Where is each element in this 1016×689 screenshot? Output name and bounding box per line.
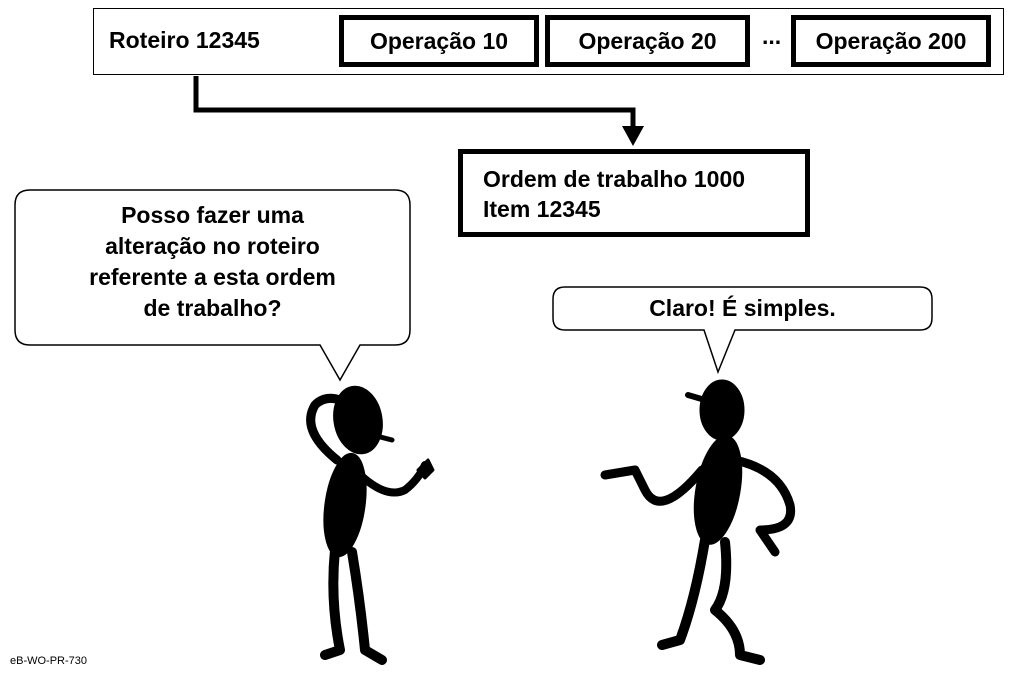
slide-code: eB-WO-PR-730 [10,655,88,667]
work-order-box: Ordem de trabalho 1000 Item 12345 [458,149,810,237]
left-speech-line: alteração no roteiro [105,233,320,259]
left-stick-figure [306,385,435,665]
left-speech-bubble [14,189,411,382]
connector-arrowhead [622,126,644,146]
work-order-number: Ordem de trabalho 1000 [483,166,746,192]
right-speech-bubble [552,286,933,375]
left-speech-line: de trabalho? [143,295,282,321]
right-stick-figure [600,379,796,665]
operations-ellipsis: ... [762,23,782,49]
routing-label: Roteiro 12345 [109,27,260,53]
left-speech-line: Posso fazer uma [121,202,304,228]
operation-200-box: Operação 200 [791,15,991,67]
operation-10-box: Operação 10 [339,15,539,67]
left-speech-line: referente a esta ordem [89,264,336,290]
right-speech-text: Claro! É simples. [649,295,836,321]
left-speech-text: Posso fazer uma alteração no roteiro ref… [15,200,410,324]
connector-line [193,76,636,130]
routing-bar: Roteiro 12345 Operação 10 Operação 20 ..… [93,8,1004,75]
operation-20-box: Operação 20 [545,15,750,67]
work-order-item: Item 12345 [483,196,601,222]
